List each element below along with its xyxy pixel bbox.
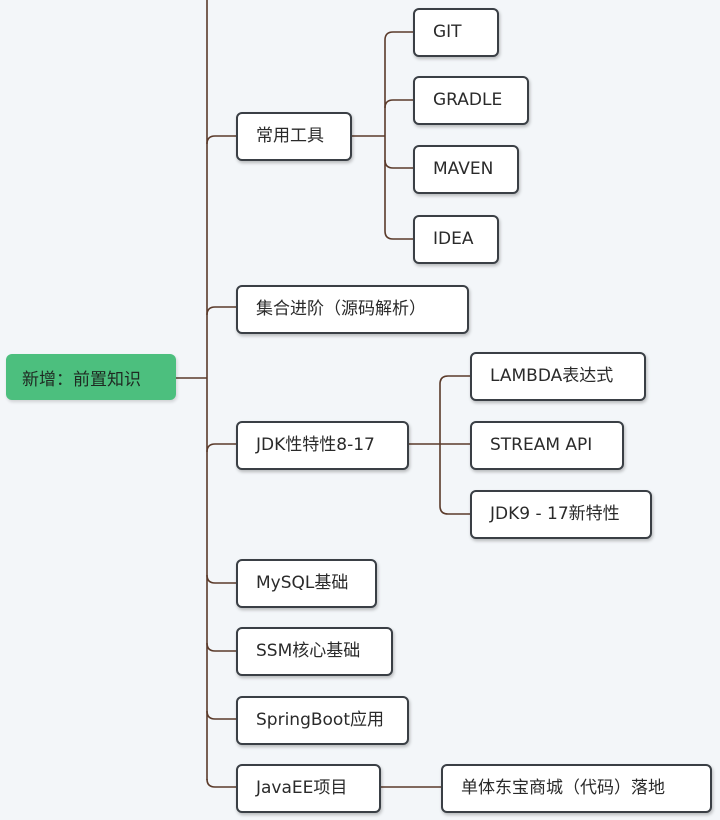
edge-mysql xyxy=(206,574,236,584)
node-maven[interactable]: MAVEN xyxy=(413,145,519,194)
node-springboot[interactable]: SpringBoot应用 xyxy=(236,696,409,745)
node-jdk-features[interactable]: JDK性特性8-17 xyxy=(236,421,409,470)
node-idea[interactable]: IDEA xyxy=(413,215,499,264)
node-lambda[interactable]: LAMBDA表达式 xyxy=(470,352,646,401)
root-node[interactable]: 新增：前置知识 xyxy=(6,354,176,400)
edge-git xyxy=(384,31,413,41)
edge-javaee xyxy=(206,778,236,788)
edge-lambda xyxy=(439,375,470,385)
node-common-tools[interactable]: 常用工具 xyxy=(236,112,352,161)
edge-idea xyxy=(384,230,413,240)
edge-tools xyxy=(206,135,236,145)
node-collections[interactable]: 集合进阶（源码解析） xyxy=(236,285,469,334)
node-mall-project[interactable]: 单体东宝商城（代码）落地 xyxy=(441,764,712,813)
node-stream-api[interactable]: STREAM API xyxy=(470,421,624,470)
edge-jdk xyxy=(206,443,236,453)
edge-jdk9 xyxy=(439,505,470,515)
node-ssm[interactable]: SSM核心基础 xyxy=(236,627,393,676)
edge-maven xyxy=(384,159,413,169)
node-git[interactable]: GIT xyxy=(413,8,499,57)
edge-collections xyxy=(206,306,236,316)
node-gradle[interactable]: GRADLE xyxy=(413,76,529,125)
node-jdk9-17[interactable]: JDK9 - 17新特性 xyxy=(470,490,652,539)
node-mysql[interactable]: MySQL基础 xyxy=(236,559,377,608)
node-javaee[interactable]: JavaEE项目 xyxy=(236,764,381,813)
edge-ssm xyxy=(206,642,236,652)
edge-springboot xyxy=(206,710,236,720)
edge-gradle xyxy=(384,99,413,109)
